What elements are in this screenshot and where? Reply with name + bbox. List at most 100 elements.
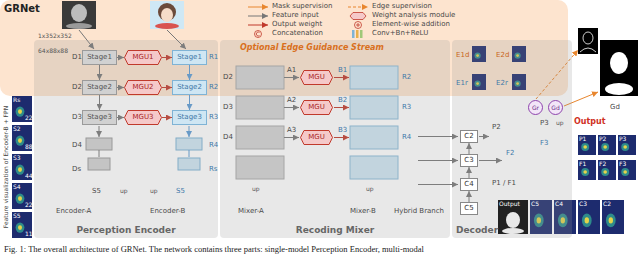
label: B1 — [338, 67, 347, 74]
label: C5 — [531, 201, 539, 207]
mgu-hexagon — [301, 131, 333, 145]
feature-map — [12, 183, 32, 209]
node-text: C4 — [464, 181, 473, 188]
feature-map — [12, 212, 32, 238]
label: Output — [499, 201, 520, 207]
label: 22 — [25, 115, 33, 121]
label: up — [366, 186, 374, 192]
label: Ds — [72, 166, 81, 173]
label: R4 — [402, 134, 411, 141]
label: S5 — [176, 188, 185, 195]
feature-core — [603, 170, 607, 174]
feature-blob — [16, 193, 25, 203]
feature-core — [623, 170, 627, 174]
label: F3 — [540, 140, 548, 147]
legend-text: Element-wise addition — [372, 21, 450, 28]
label: F2 — [599, 161, 606, 167]
node-text: Stage3 — [87, 114, 112, 121]
label: Encoder-B — [150, 208, 185, 215]
node-text: C3 — [464, 157, 473, 164]
label: D3 — [223, 104, 233, 111]
panel-heading: Perception Encoder — [34, 226, 218, 235]
feature-core — [583, 145, 587, 149]
rgb-image — [150, 1, 184, 29]
label: P2 — [599, 136, 606, 142]
label: Rs — [209, 166, 218, 173]
label: R2 — [209, 84, 218, 91]
legend-sample — [248, 16, 268, 17]
decoder-conv-box: C4 — [460, 178, 478, 191]
label: B2 — [338, 97, 347, 104]
feature-map — [12, 96, 32, 122]
label: Mixer-B — [350, 208, 376, 215]
mgu-module: MGU2 — [124, 80, 162, 95]
feature-map — [578, 200, 600, 234]
mgu-hexagon — [125, 111, 162, 125]
feature-blob — [16, 135, 25, 145]
node-text: Stage2 — [177, 84, 202, 91]
depth-image — [62, 1, 96, 29]
edge-outline — [580, 48, 596, 52]
feature-blob — [601, 143, 609, 151]
feature-map — [618, 160, 636, 180]
node-text: MGU — [308, 74, 325, 81]
node-text: Stage1 — [87, 54, 112, 61]
legend-text: Weight analysis module — [372, 12, 455, 19]
feature-core — [603, 145, 607, 149]
edge-image — [578, 28, 598, 54]
feature-core — [583, 170, 587, 174]
label: P3 — [540, 120, 549, 127]
feature-map — [578, 135, 596, 155]
figure-caption: Fig. 1: The overall architecture of GRNe… — [4, 245, 424, 254]
encoder-a-stage: Stage2 — [82, 80, 117, 95]
label: D1 — [72, 54, 82, 61]
node-text: MGU — [308, 134, 325, 141]
rgb-body — [155, 23, 179, 29]
legend-text: Concatenation — [272, 30, 323, 37]
label: S4 — [13, 184, 21, 190]
label: A2 — [287, 97, 296, 104]
label: E2d — [496, 52, 509, 59]
label: D4 — [72, 142, 82, 149]
legend-text: Output weight — [272, 21, 322, 28]
label: Gd — [610, 104, 620, 111]
mgu-module: MGU1 — [124, 50, 162, 65]
label: Encoder-A — [56, 208, 91, 215]
label: D2 — [72, 84, 82, 91]
feature-core — [18, 138, 22, 143]
encoder-a-stage: Stage3 — [82, 110, 117, 125]
mgu-module: MGU3 — [124, 110, 162, 125]
label: Rs — [13, 97, 20, 103]
label: D2 — [223, 74, 233, 81]
label: R3 — [209, 114, 218, 121]
legend-sample — [255, 31, 262, 38]
label: R1 — [209, 54, 218, 61]
label: 44 — [25, 173, 33, 179]
encoder-a-stage: Stage1 — [82, 50, 117, 65]
encoder-b-stage: Stage2 — [172, 80, 207, 95]
label: up — [150, 188, 158, 194]
mgu-hexagon — [125, 81, 162, 95]
label: Mixer-A — [238, 208, 264, 215]
label: P2 — [492, 124, 501, 131]
node-text: Stage1 — [177, 54, 202, 61]
feature-blob — [621, 143, 629, 151]
label: S5 — [92, 188, 101, 195]
label: Output — [574, 118, 606, 126]
encoder-b-stage: Stage3 — [172, 110, 207, 125]
rgb-hair — [158, 3, 176, 21]
label: A3 — [287, 127, 296, 134]
decoder-conv-box: C3 — [460, 154, 478, 167]
legend-sample — [352, 30, 355, 38]
feature-blob — [621, 168, 629, 176]
label: E1r — [456, 80, 468, 87]
label: 88 — [25, 144, 33, 150]
mgu-hexagon — [125, 51, 162, 65]
label: up — [120, 188, 128, 194]
node-text: Stage2 — [87, 84, 112, 91]
feature-core — [18, 109, 22, 114]
node-text: Gd — [551, 105, 559, 111]
decoder-conv-box: C2 — [460, 130, 478, 143]
label: up — [556, 120, 564, 126]
